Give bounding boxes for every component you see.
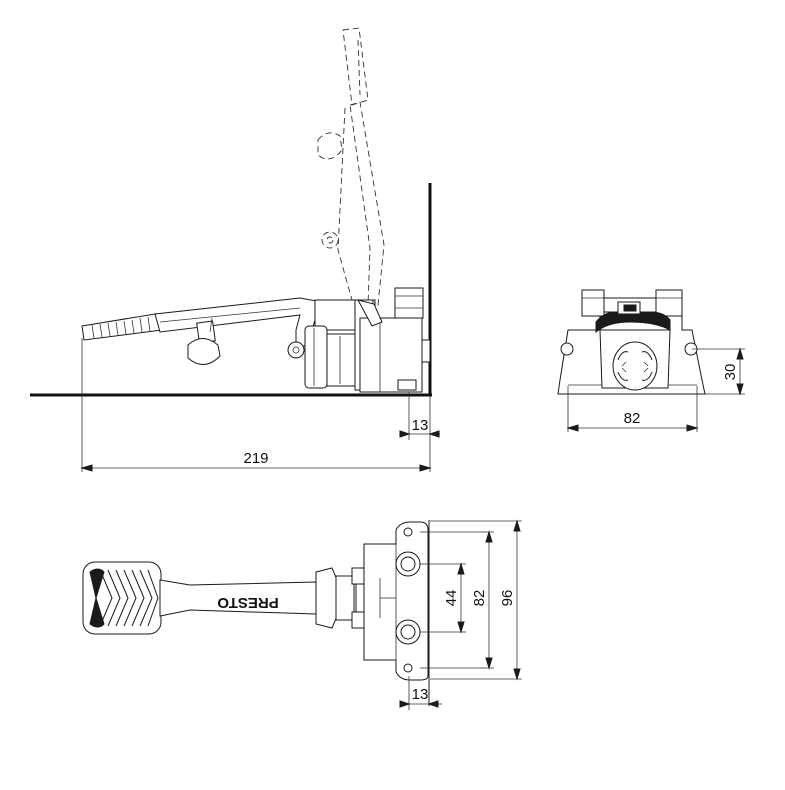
raised-lever-ghost — [317, 27, 385, 306]
presto-brand-label: PRESTO — [217, 594, 279, 611]
dim-96-label: 96 — [499, 590, 516, 607]
top-view: PRESTO 44 82 — [82, 519, 522, 710]
side-pedal — [81, 297, 326, 365]
top-pedal-pad — [82, 561, 162, 635]
dim-13-top-label: 13 — [412, 686, 429, 703]
dim-13-side: 13 — [399, 392, 440, 440]
dim-82-front-label: 82 — [624, 410, 641, 427]
dim-82-top-label: 82 — [471, 590, 488, 607]
dim-13-side-label: 13 — [412, 417, 429, 434]
dim-219: 219 — [80, 338, 432, 472]
side-valve-body — [304, 287, 431, 393]
side-view: 219 13 — [30, 27, 440, 472]
dim-44-label: 44 — [443, 590, 460, 607]
dim-30-front-label: 30 — [722, 364, 739, 381]
front-view: 82 30 — [557, 289, 745, 432]
dim-219-label: 219 — [243, 450, 268, 467]
